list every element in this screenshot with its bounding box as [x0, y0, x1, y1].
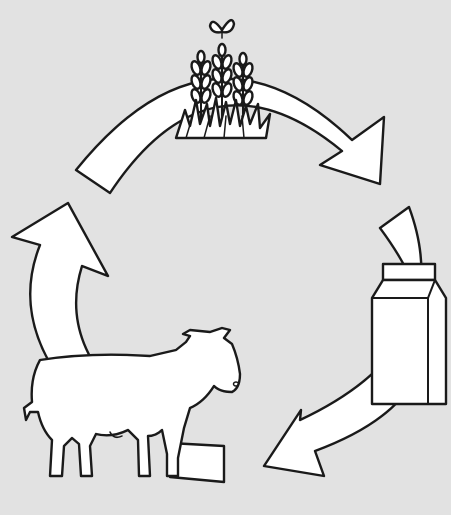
milk-carton-icon [372, 264, 446, 404]
